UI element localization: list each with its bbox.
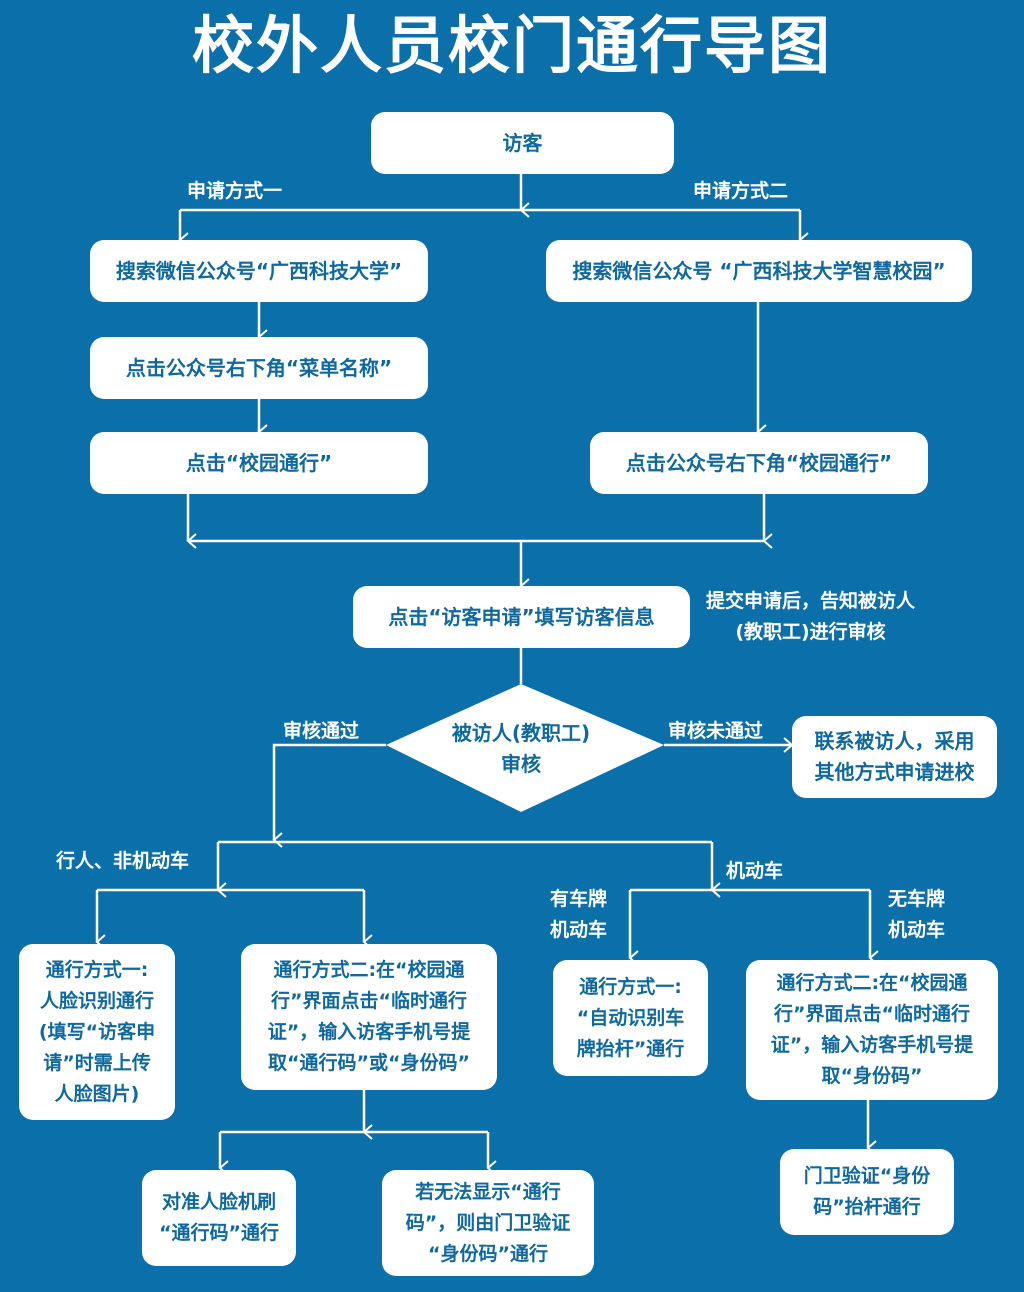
label-no-plate: 无车牌 机动车: [888, 888, 946, 941]
label-approved: 审核通过: [283, 720, 360, 742]
node-car-method2: 通行方式二:在“校园通 行”界面点击“临时通行 证”，输入访客手机号提 取“身份…: [746, 960, 998, 1100]
node-rejected: 联系被访人，采用 其他方式申请进校: [792, 716, 997, 798]
label-with-plate: 有车牌 机动车: [550, 888, 608, 941]
node-visitor-apply: 点击“访客申请”填写访客信息: [353, 586, 690, 648]
label-motor: 机动车: [726, 860, 784, 882]
node-car-method1: 通行方式一: “自动识别车 牌抬杆”通行: [553, 960, 708, 1076]
page-title: 校外人员校门通行导图: [191, 9, 832, 82]
label-not-approved: 审核未通过: [668, 720, 764, 742]
node-guard-verify: 若无法显示“通行 码”，则由门卫验证 “身份码”通行: [382, 1170, 594, 1276]
review-diamond: [386, 684, 664, 812]
connector: [272, 743, 386, 848]
node-search-a: 搜索微信公众号“广西科技大学”: [90, 240, 428, 302]
label-pedestrian: 行人、非机动车: [56, 850, 190, 872]
node-visitor: 访客: [371, 112, 674, 174]
label-notify-note: 提交申请后，告知被访人 (教职工)进行审核: [706, 590, 916, 643]
node-ped-method1: 通行方式一: 人脸识别通行 (填写“访客申 请”时需上传 人脸图片): [19, 944, 175, 1120]
node-campus-pass-a: 点击“校园通行”: [90, 432, 428, 494]
node-car-guard: 门卫验证“身份 码”抬杆通行: [780, 1149, 954, 1235]
node-menu-a: 点击公众号右下角“菜单名称”: [90, 337, 428, 399]
label-apply-method1: 申请方式一: [187, 180, 283, 202]
node-ped-method2: 通行方式二:在“校园通 行”界面点击“临时通行 证”，输入访客手机号提 取“通行…: [241, 944, 497, 1090]
node-face-scan: 对准人脸机刷 “通行码”通行: [142, 1170, 296, 1266]
node-campus-pass-b: 点击公众号右下角“校园通行”: [590, 432, 928, 494]
node-search-b: 搜索微信公众号 “广西科技大学智慧校园”: [546, 240, 972, 302]
node-review: 被访人(教职工) 审核: [451, 721, 591, 776]
label-apply-method2: 申请方式二: [693, 180, 789, 202]
